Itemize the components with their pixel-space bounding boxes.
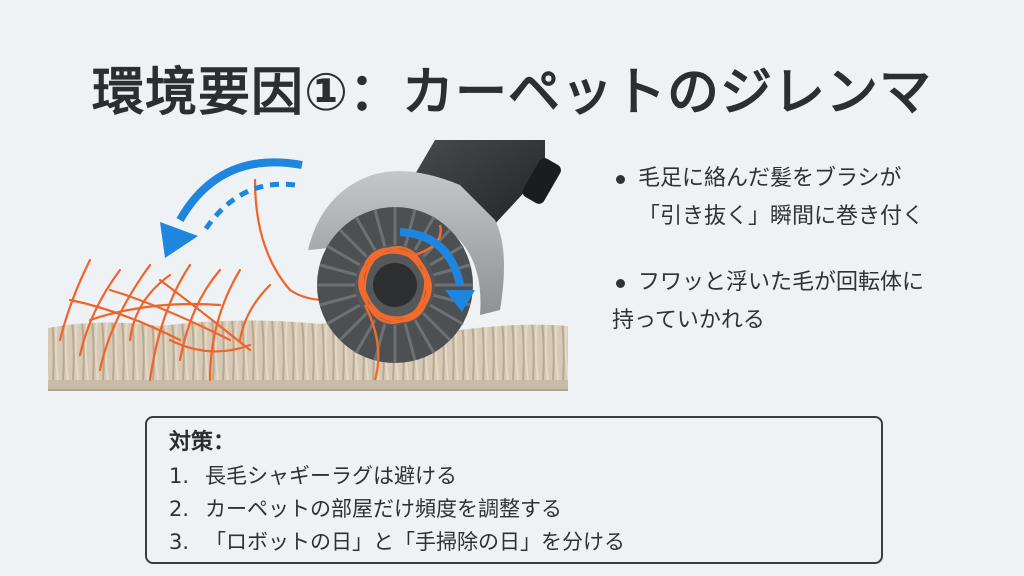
countermeasure-title: 対策： [169,430,236,455]
shag-carpet [48,320,568,391]
slide-title: 環境要因①：カーペットのジレンマ [91,63,933,123]
bullet-line: 持っていかれる [612,308,765,333]
carpet-brush-illustration [40,140,580,400]
countermeasure-list: 1. 長毛シャギーラグは避ける 2. カーペットの部屋だけ頻度を調整する 3. 「ロボ… [169,460,881,559]
countermeasure-item: 2. カーペットの部屋だけ頻度を調整する [169,493,881,526]
item-text: カーペットの部屋だけ頻度を調整する [205,497,562,521]
countermeasure-box: 対策： 1. 長毛シャギーラグは避ける 2. カーペットの部屋だけ頻度を調整する 3… [145,416,883,564]
bullet-list: 毛足に絡んだ髪をブラシが 「引き抜く」瞬間に巻き付く フワッと浮いた毛が回転体に… [612,160,1012,368]
bullet-dot-icon [616,175,625,184]
rotation-arrow-icon [399,228,475,312]
bullet-line: フワッと浮いた毛が回転体に [638,270,925,295]
item-number: 1. [169,464,190,488]
item-number: 2. [169,497,190,521]
brush-housing [308,171,504,315]
countermeasure-item: 1. 長毛シャギーラグは避ける [169,460,881,493]
pull-arrow-icon [160,158,303,258]
bullet-dot-icon [616,279,625,288]
bullet-item: 毛足に絡んだ髪をブラシが 「引き抜く」瞬間に巻き付く [612,160,1012,236]
item-text: 「ロボットの日」と「手掃除の日」を分ける [205,530,625,554]
item-text: 長毛シャギーラグは避ける [205,464,457,488]
bullet-line: 「引き抜く」瞬間に巻き付く [638,204,925,229]
bullet-item: フワッと浮いた毛が回転体に 持っていかれる [612,264,1012,340]
bullet-line: 毛足に絡んだ髪をブラシが [638,166,902,191]
item-number: 3. [169,530,190,554]
countermeasure-item: 3. 「ロボットの日」と「手掃除の日」を分ける [169,526,881,559]
